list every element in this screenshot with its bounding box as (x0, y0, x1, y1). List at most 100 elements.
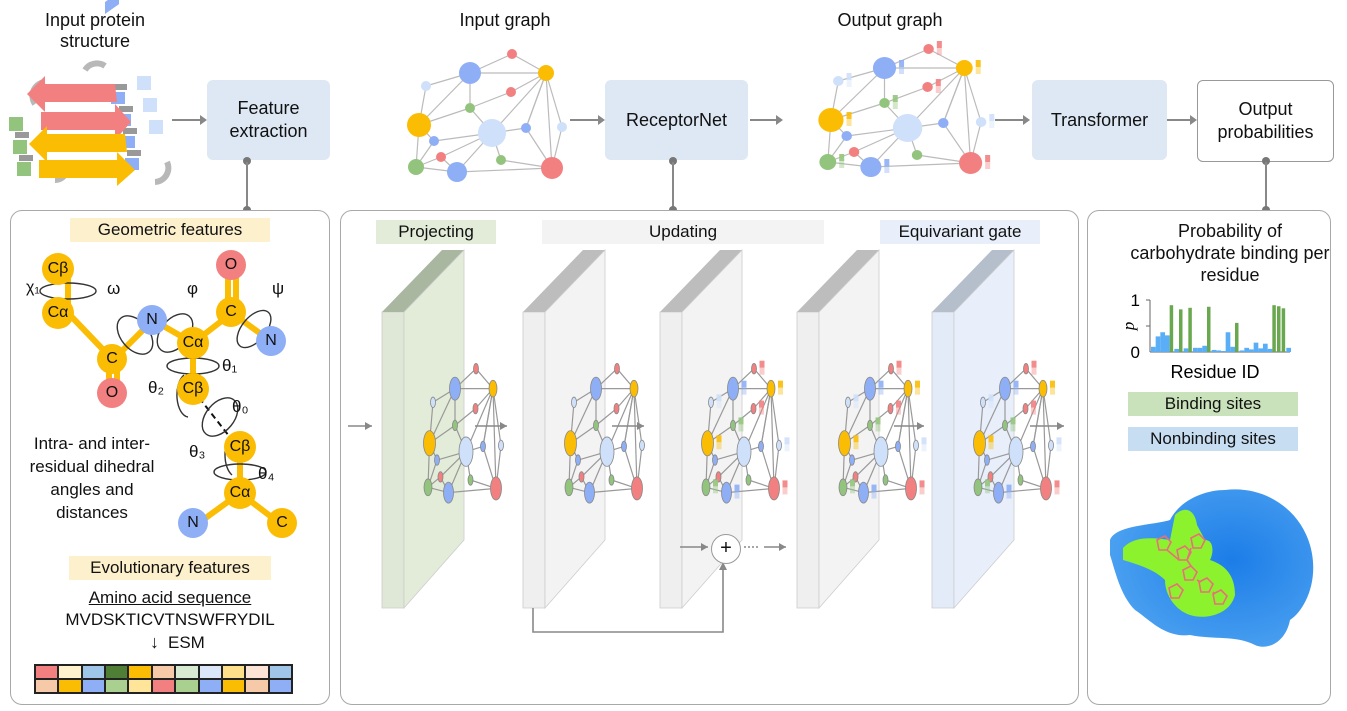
layer-top (382, 250, 464, 312)
arrow-head-icon (637, 422, 644, 430)
atom-cbeta-3: Cβ (224, 431, 256, 463)
feature-bar (896, 367, 902, 375)
bar (1183, 348, 1189, 352)
feature-bar (896, 360, 902, 368)
graph (838, 360, 927, 504)
graph-edge (870, 162, 971, 168)
graph-node (578, 471, 585, 483)
feature-bar (988, 394, 994, 402)
feature-bar (741, 387, 747, 395)
feature-bar (759, 367, 765, 375)
feature-bar (989, 121, 995, 128)
graph-node (973, 430, 986, 457)
graph-node (631, 476, 643, 501)
graph-node (467, 474, 474, 486)
embedding-matrix (34, 664, 293, 694)
graph-node (708, 396, 714, 408)
atom-nitrogen-1: N (137, 305, 167, 335)
graph-node (590, 376, 602, 401)
feature-bar (782, 487, 788, 495)
bar (1253, 342, 1259, 352)
graph-node (993, 481, 1004, 504)
graph-node (521, 123, 531, 133)
feature-bar (1031, 360, 1037, 368)
feature-bar (896, 407, 901, 415)
graph-node (999, 376, 1011, 401)
graph-node (639, 439, 645, 452)
feature-bar (985, 479, 990, 487)
bar (1179, 309, 1183, 352)
graph-node (608, 474, 615, 486)
feature-bar (896, 400, 901, 408)
graph-edge (469, 91, 512, 109)
graph-node (613, 402, 620, 415)
bar (1277, 306, 1281, 352)
angle-chi1: χ₁ (26, 279, 40, 296)
feature-bar (989, 114, 995, 121)
protein-surface-image (1110, 489, 1314, 647)
bar (1281, 308, 1286, 352)
arrow-structure-to-features (172, 119, 202, 121)
output-probabilities-box: Output probabilities (1197, 80, 1334, 162)
embedding-cell (198, 679, 222, 693)
bar (1286, 347, 1291, 352)
feature-bar (1050, 387, 1055, 395)
feature-bar (850, 486, 855, 494)
graph-node (938, 118, 949, 128)
layer-side (659, 311, 683, 609)
layer-side (931, 311, 955, 609)
feature-bar (1031, 367, 1037, 375)
graph-edge (726, 487, 775, 494)
graph (701, 360, 790, 504)
feature-bar (919, 487, 925, 495)
graph-node (473, 363, 479, 375)
graph-node (888, 363, 894, 375)
graph-node (973, 478, 983, 497)
graph-node (429, 136, 439, 146)
arrow-head-icon (1023, 115, 1030, 125)
output-graph-label: Output graph (837, 10, 943, 30)
atom-cbeta-2: Cβ (177, 373, 209, 405)
graph-edge (492, 388, 502, 446)
embedding-cell (58, 679, 82, 693)
graph-node (745, 474, 752, 486)
bar (1249, 349, 1254, 352)
feature-bar (884, 159, 890, 166)
feature-bar (716, 435, 722, 443)
bar (1244, 347, 1249, 352)
embedding-cell (105, 679, 129, 693)
graph-node (841, 131, 852, 141)
feature-bar (846, 112, 852, 119)
bar (1263, 343, 1268, 352)
graph-node (819, 154, 837, 170)
graph-node (848, 147, 860, 157)
graph-node (833, 76, 844, 86)
feature-bar (759, 400, 764, 408)
receptornet-box: ReceptorNet (605, 80, 748, 160)
embedding-cell (151, 679, 176, 693)
feature-bar (738, 417, 744, 425)
graph-node (858, 481, 869, 504)
graph-node (758, 440, 764, 453)
feature-bar (892, 95, 898, 102)
layer-side (796, 311, 820, 609)
graph (973, 360, 1062, 504)
feature-bar (988, 401, 994, 409)
layer-side (522, 311, 546, 609)
layer-front (818, 249, 880, 610)
graph-edge (456, 167, 553, 173)
feature-bar (892, 102, 898, 109)
feature-bar (778, 380, 783, 388)
graph-node (1002, 419, 1008, 432)
embedding-cell (35, 679, 59, 693)
feature-bar (899, 67, 905, 74)
angle-phi: φ (187, 279, 199, 298)
graph-node (922, 82, 933, 92)
feature-bar (1031, 407, 1036, 415)
feature-bar (935, 86, 941, 93)
graph-node (955, 60, 973, 76)
feature-bar (921, 444, 927, 452)
graph-edge (907, 388, 917, 446)
bar (1235, 322, 1239, 352)
graph-node (575, 454, 581, 466)
